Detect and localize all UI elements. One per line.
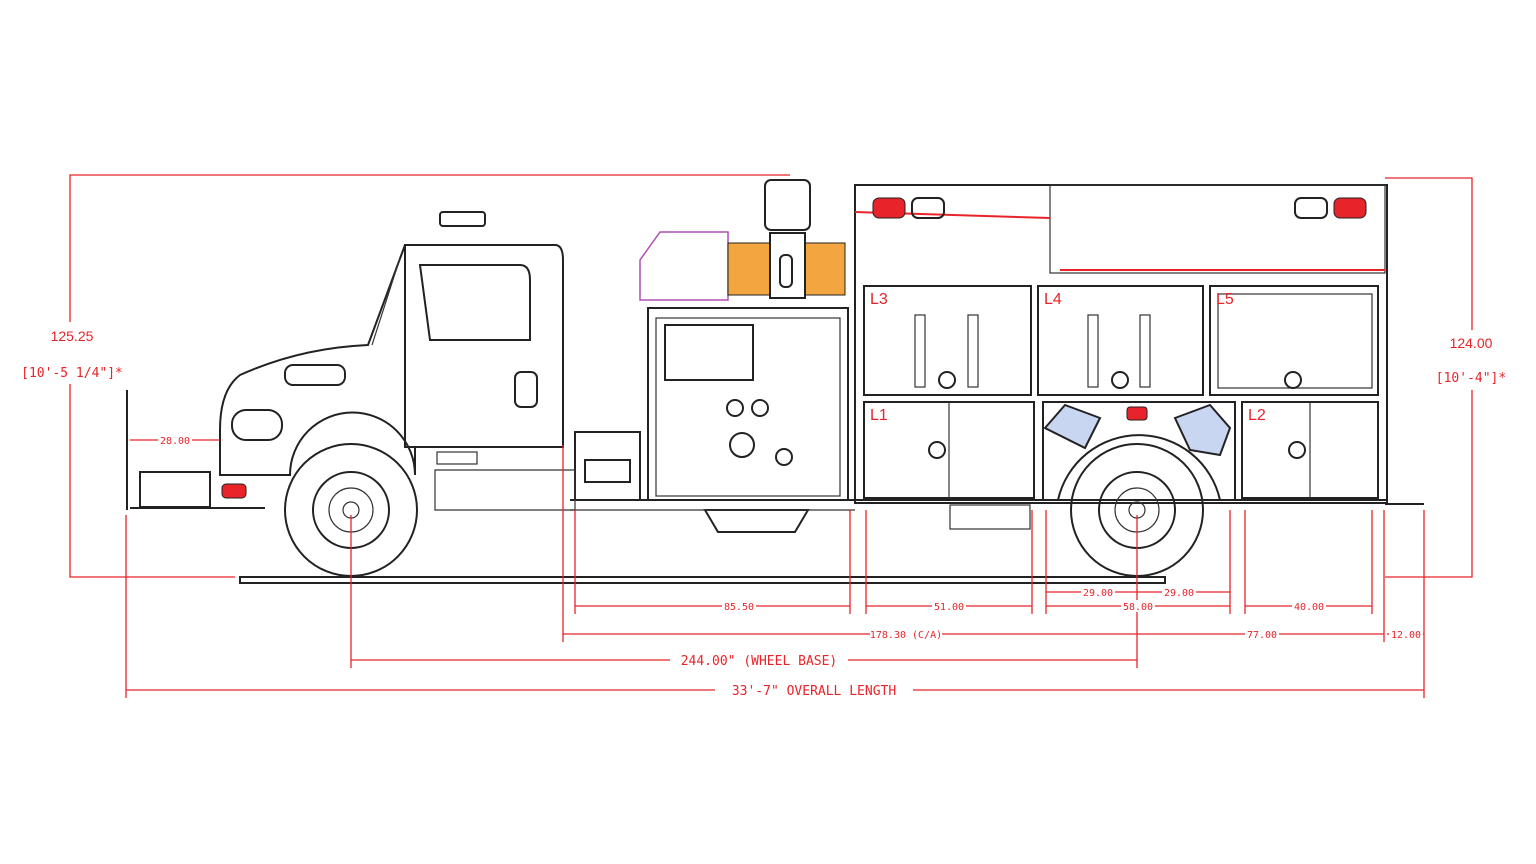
rear-height-value: 124.00 [1450, 335, 1493, 351]
label-l3: L3 [870, 291, 888, 308]
cab [126, 211, 576, 511]
compartment-l4 [1037, 285, 1204, 396]
label-l4: L4 [1044, 291, 1062, 308]
rear-light-right [1333, 197, 1367, 219]
deck-gun-icon [764, 179, 811, 231]
wheel-well [1042, 401, 1236, 501]
dim-58-00: 58.00 [1123, 602, 1153, 613]
height-dimensions: 125.25 [10'-5 1/4"]* 124.00 [10'-4"]* [21, 174, 1506, 578]
front-height-imperial: [10'-5 1/4"]* [21, 366, 123, 381]
pump-panel [570, 179, 1387, 533]
dim-29-00-b: 29.00 [1164, 588, 1194, 599]
compartment-l5 [1209, 285, 1379, 396]
compartment-l3 [863, 285, 1032, 396]
rear-height-imperial: [10'-4"]* [1436, 371, 1506, 386]
length-dimensions: 28.00 85.50 51.00 29.00 29.00 58. [125, 434, 1425, 699]
dim-overall-length: 33'-7" OVERALL LENGTH [732, 684, 896, 699]
rear-body: L3 L4 L5 L1 L2 [854, 184, 1424, 530]
dim-77-00: 77.00 [1247, 630, 1277, 641]
label-l5: L5 [1216, 291, 1234, 308]
dim-12-00: 12.00 [1391, 630, 1421, 641]
front-height-value: 125.25 [51, 328, 94, 344]
dim-51-00: 51.00 [934, 602, 964, 613]
dim-cab-to-axle: 178.30 (C/A) [870, 630, 942, 641]
label-l2: L2 [1248, 407, 1266, 424]
rear-light-left [872, 197, 906, 219]
dim-wheelbase: 244.00" (WHEEL BASE) [681, 654, 838, 669]
dim-85-50: 85.50 [724, 602, 754, 613]
dim-40-00: 40.00 [1294, 602, 1324, 613]
label-l1: L1 [870, 407, 888, 424]
ground-bar [239, 576, 1166, 584]
dim-front-overhang: 28.00 [160, 436, 190, 447]
dim-29-00-a: 29.00 [1083, 588, 1113, 599]
